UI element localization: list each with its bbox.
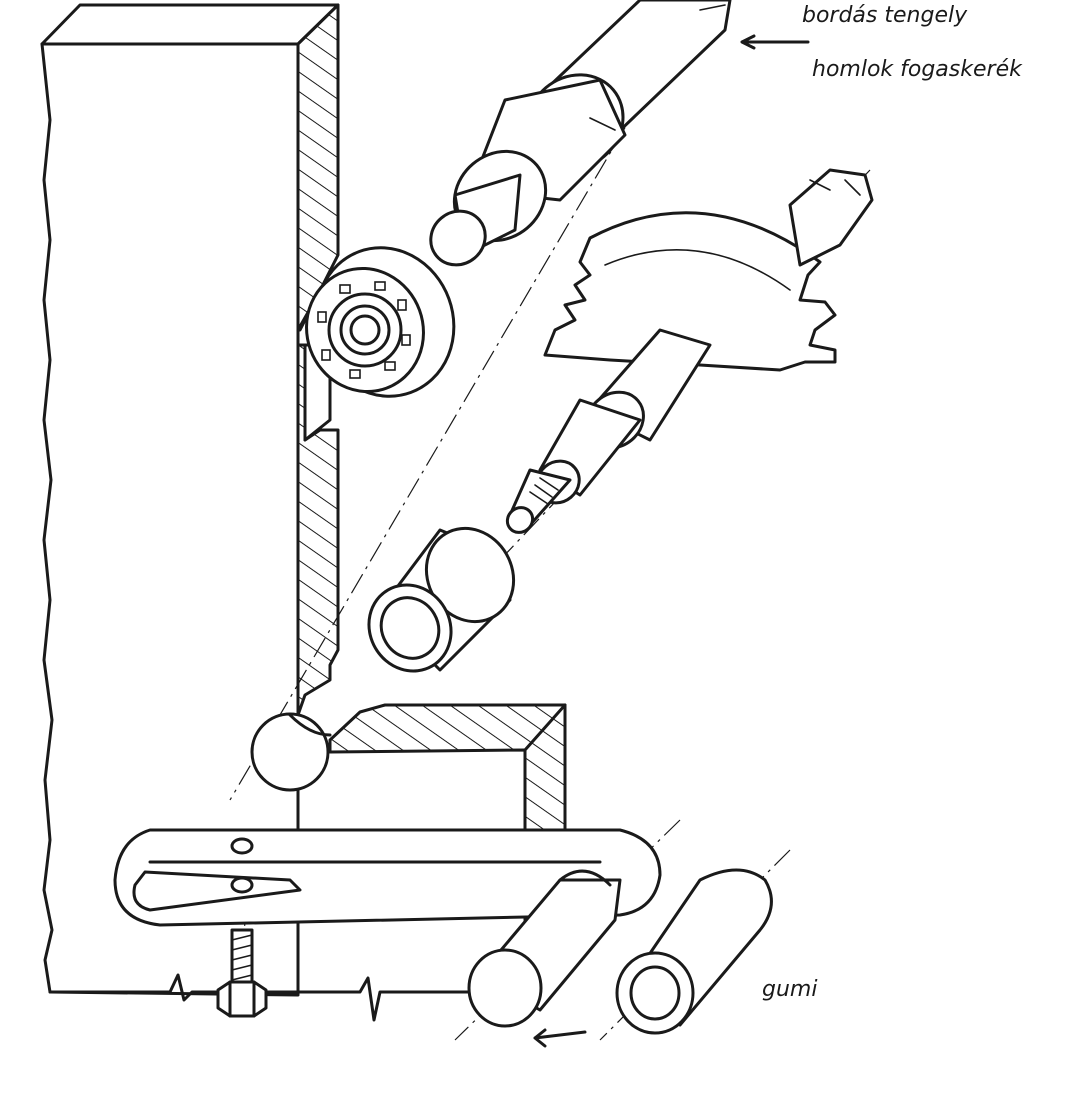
label-spur-gear: homlok fogaskerék [812,57,1023,82]
lever-shaft [505,328,712,534]
frame-top-face [40,3,340,46]
drive-roller [467,869,622,1048]
housing-frame [40,3,472,1022]
upper-shaft [429,0,732,267]
spur-gear-sector [543,168,874,372]
frame-section-lower [296,343,340,717]
frame-bottom-break [48,973,472,1022]
pivot-ball [250,712,332,792]
label-splined-shaft: bordás tengely [802,3,968,28]
bushing [367,526,516,673]
ball-bearing [305,246,456,398]
label-rubber: gumi [762,977,817,1002]
annotations: bordás tengely homlok fogaskerék gumi [740,3,1023,1002]
rubber-roller [615,868,773,1035]
frame-front-face [40,42,300,997]
label-arrow [740,34,810,50]
bolt [216,928,268,1018]
lever-plate [113,828,662,927]
